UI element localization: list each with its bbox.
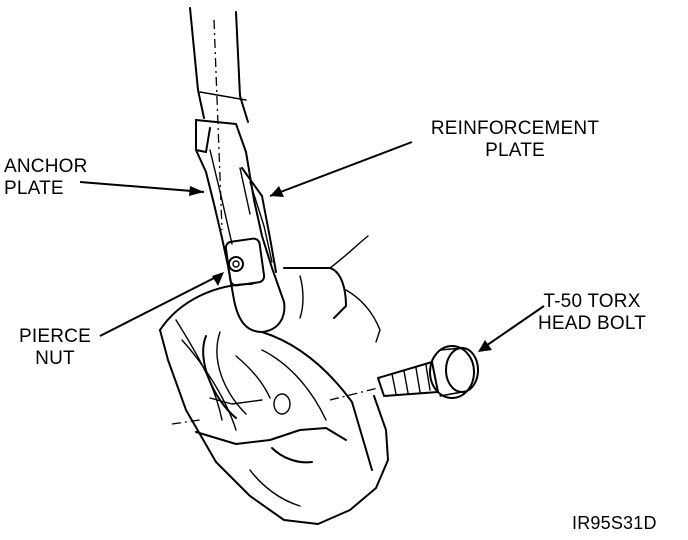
reinforcement-plate-label-line2: PLATE [485,140,545,161]
anchor-plate-label: ANCHOR PLATE [4,156,88,200]
torx-bolt-arrowhead [478,340,492,352]
reinforcement-plate-drawing [241,167,277,273]
figure-code: IR95S31D [572,513,657,533]
torx-bolt-label-line2: HEAD BOLT [537,313,647,334]
pierce-nut-label: PIERCE NUT [4,326,106,370]
pierce-nut-label-line1: PIERCE [19,326,91,347]
torx-bolt-drawing [329,345,479,401]
anchor-plate-leader [79,181,205,193]
anchor-plate-drawing [195,119,286,333]
anchor-plate-label-line1: ANCHOR [4,156,88,177]
torx-bolt-label: T-50 TORX HEAD BOLT [528,291,656,335]
pierce-nut-label-line2: NUT [35,348,75,369]
pierce-nut-arrowhead [212,272,224,286]
torx-bolt-leader [479,305,545,351]
reinforcement-plate-label-line1: REINFORCEMENT [430,118,600,139]
pierce-nut-leader [99,273,223,337]
anchor-plate-arrowhead [189,186,204,196]
seat-belt-webbing [189,7,249,231]
anchor-plate-label-line2: PLATE [4,178,64,199]
label-leader-lines [79,141,545,351]
reinforcement-plate-arrowhead [270,186,284,197]
pierce-nut-drawing [228,256,244,272]
reinforcement-plate-leader [269,141,413,197]
reinforcement-plate-label: REINFORCEMENT PLATE [417,118,613,162]
arrowheads [189,186,492,352]
torx-bolt-label-line1: T-50 TORX [543,291,641,312]
seat-housing-drawing [159,235,389,525]
